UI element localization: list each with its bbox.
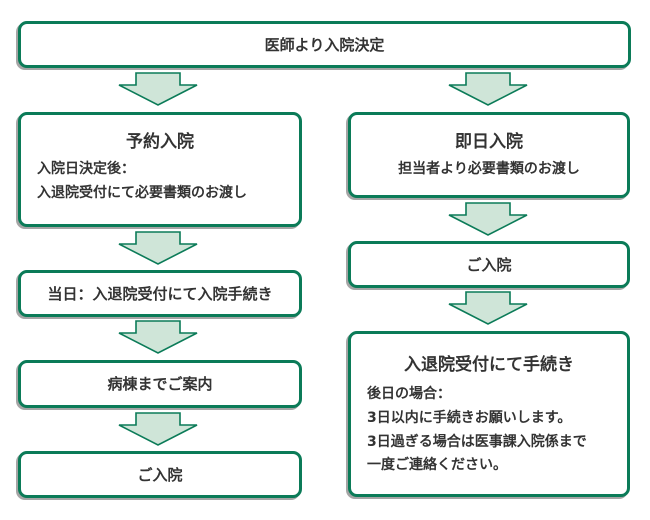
box-sameday-admission: 即日入院 担当者より必要書類のお渡し	[348, 112, 630, 198]
down-arrow-icon	[448, 291, 528, 325]
reception-procedure-title: 入退院受付にて手続き	[404, 355, 574, 375]
down-arrow-icon	[118, 231, 198, 265]
box-reserved-admission: 予約入院 入院日決定後： 入退院受付にて必要書類のお渡し	[18, 112, 302, 227]
box-ward-guide: 病棟までご案内	[18, 360, 302, 408]
box-admission-right: ご入院	[348, 241, 630, 288]
sameday-admission-subtitle: 担当者より必要書類のお渡し	[398, 161, 580, 177]
reception-procedure-line: 後日の場合：	[367, 386, 451, 402]
box-day-of-procedure: 当日：入退院受付にて入院手続き	[18, 270, 302, 317]
reception-procedure-details: 後日の場合： 3日以内に手続きお願いします。 3日過ぎる場合は医事課入院係まで …	[351, 383, 627, 478]
reception-procedure-line: 3日以内に手続きお願いします。	[367, 409, 572, 426]
down-arrow-icon	[448, 202, 528, 236]
reception-procedure-line: 一度ご連絡ください。	[367, 457, 507, 474]
ward-guide-label: 病棟までご案内	[107, 375, 213, 393]
reserved-admission-line: 入退院受付にて必要書類のお渡し	[37, 184, 247, 201]
sameday-admission-title: 即日入院	[455, 132, 523, 152]
down-arrow-icon	[118, 72, 198, 106]
down-arrow-icon	[118, 412, 198, 446]
reserved-admission-details: 入院日決定後： 入退院受付にて必要書類のお渡し	[21, 158, 299, 206]
reserved-admission-title: 予約入院	[126, 132, 194, 152]
box-admission-decision: 医師より入院決定	[18, 21, 631, 68]
admission-decision-label: 医師より入院決定	[264, 35, 385, 54]
box-reception-procedure: 入退院受付にて手続き 後日の場合： 3日以内に手続きお願いします。 3日過ぎる場…	[348, 331, 630, 497]
day-of-procedure-label: 当日：入退院受付にて入院手続き	[47, 284, 273, 303]
admission-right-label: ご入院	[466, 255, 512, 274]
down-arrow-icon	[118, 320, 198, 354]
reserved-admission-line: 入院日決定後：	[37, 161, 135, 177]
down-arrow-icon	[448, 72, 528, 106]
admission-left-label: ご入院	[137, 465, 183, 484]
reception-procedure-line: 3日過ぎる場合は医事課入院係まで	[367, 433, 587, 450]
box-admission-left: ご入院	[18, 451, 302, 498]
